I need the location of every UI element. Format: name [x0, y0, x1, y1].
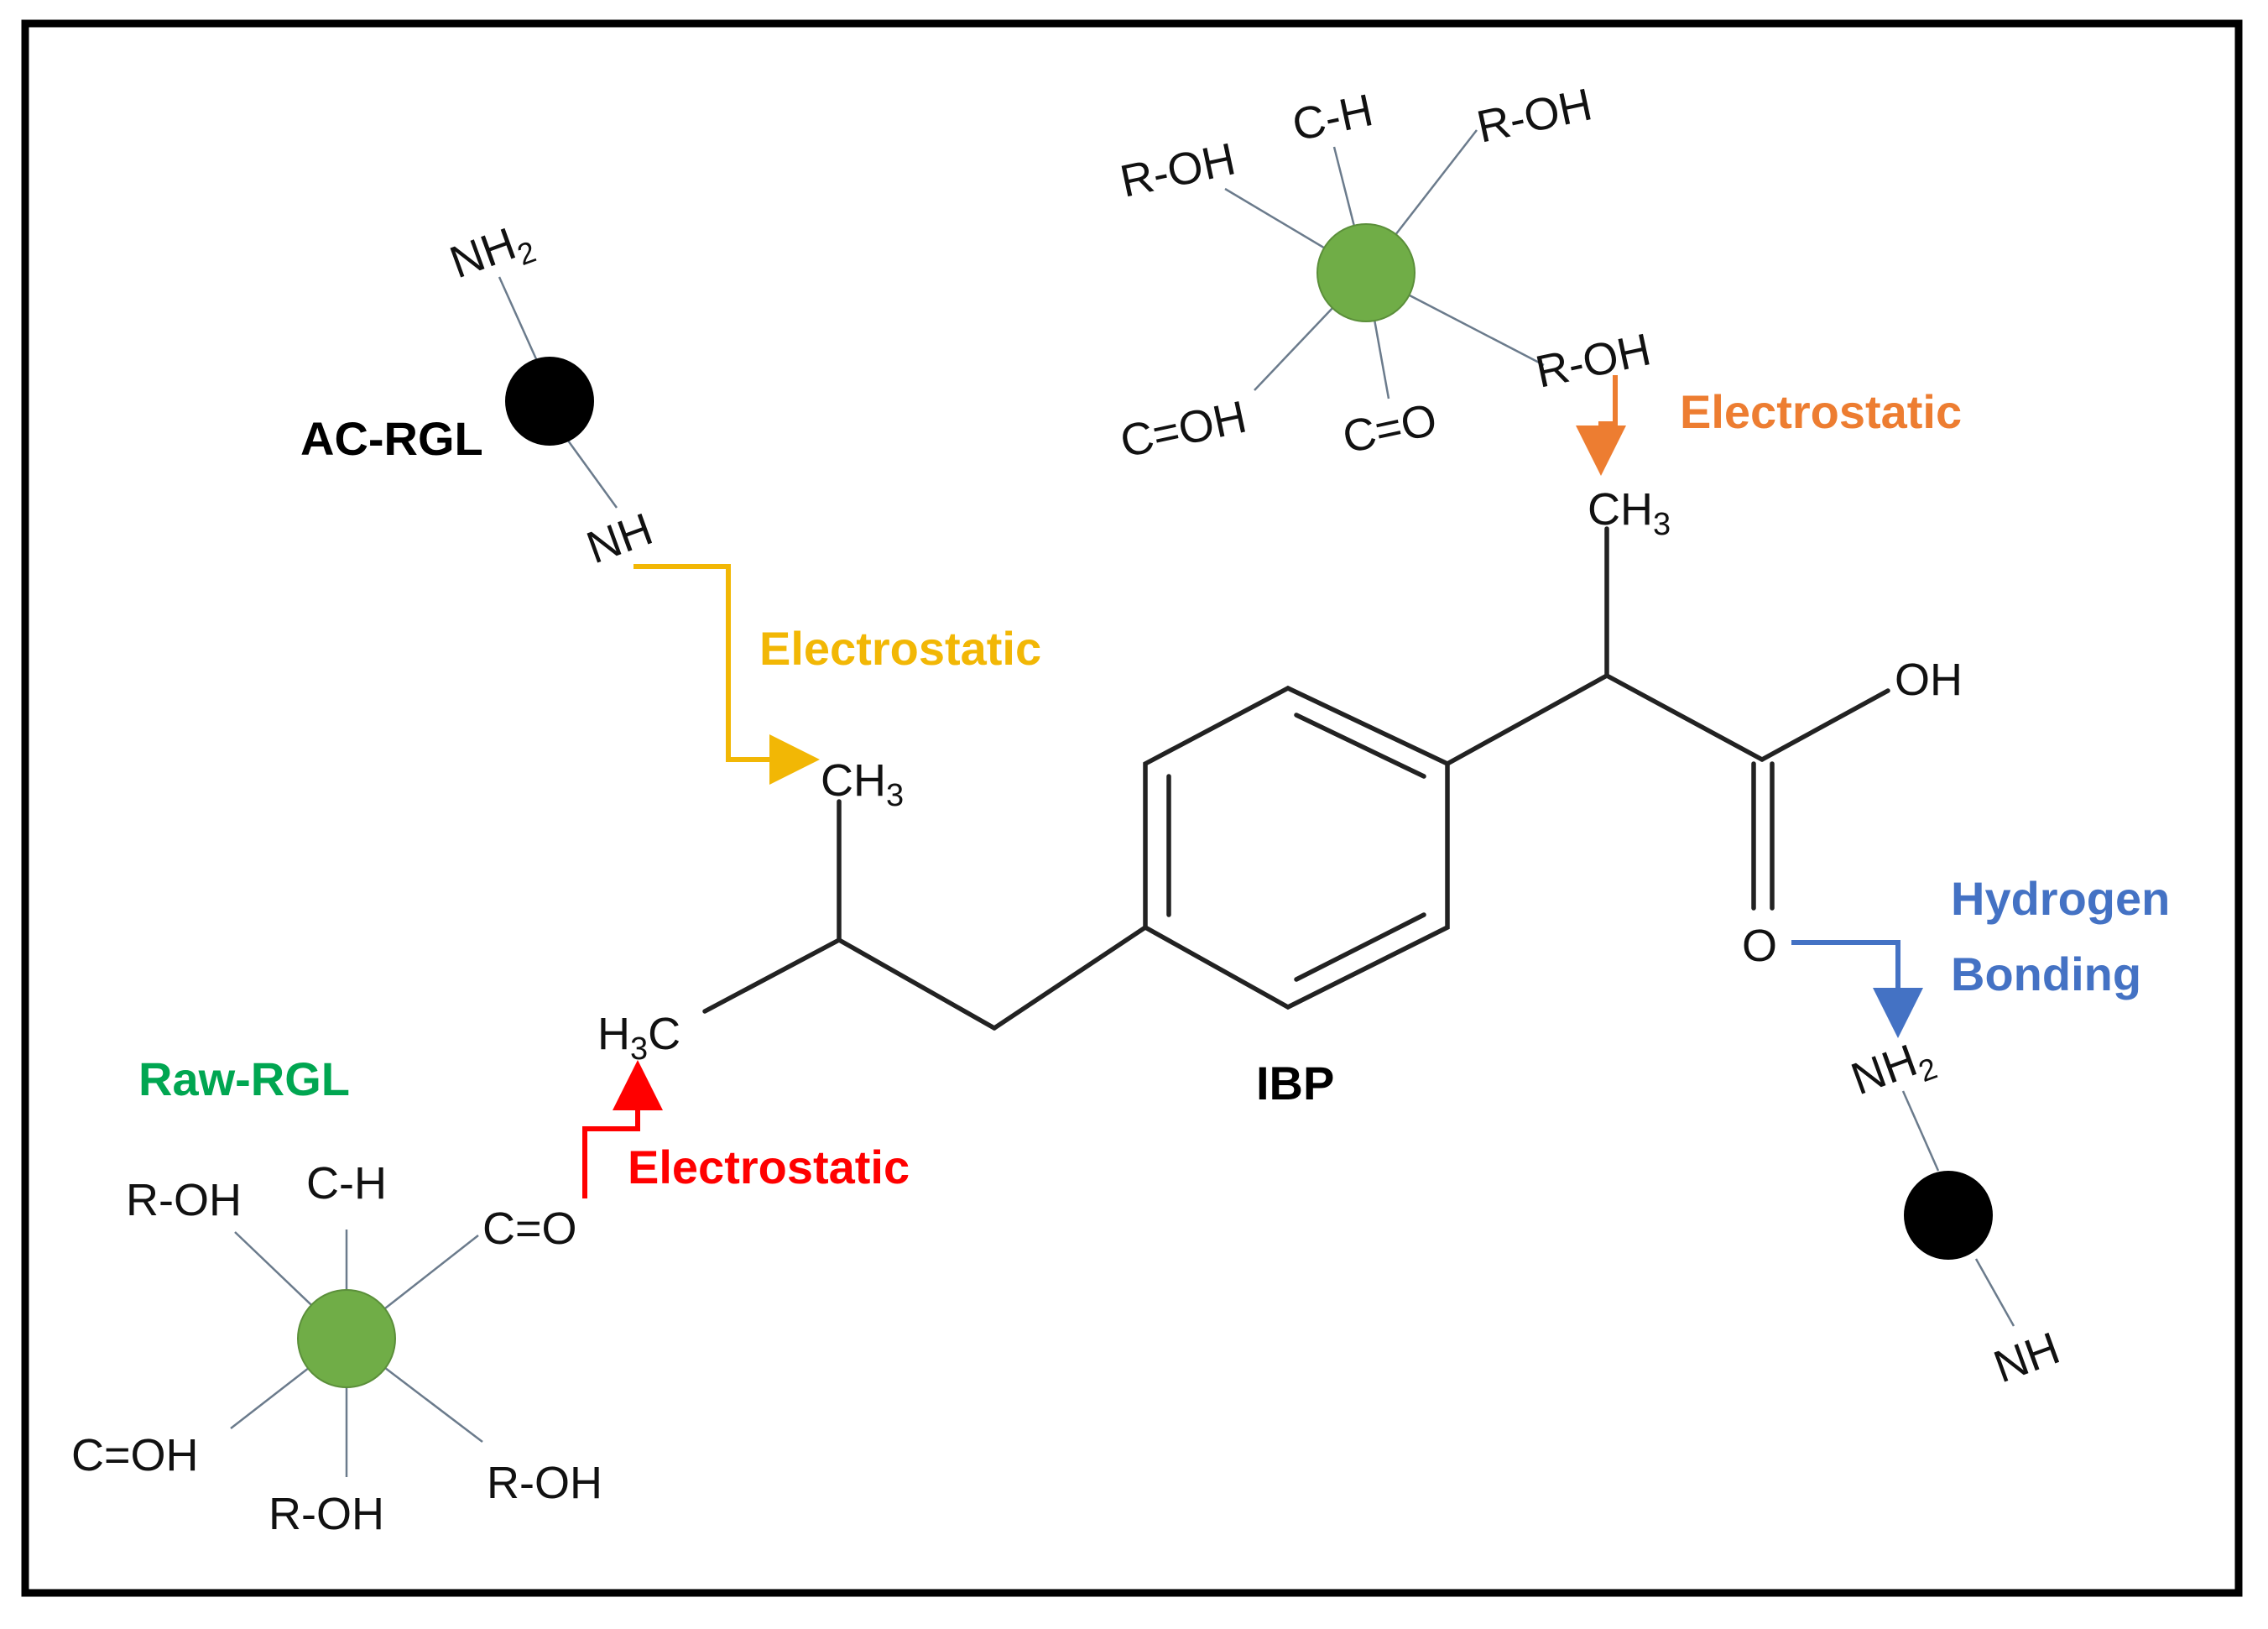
- bond-line: [837, 937, 997, 1031]
- electrostatic-label-red: Electrostatic: [628, 1141, 910, 1193]
- figure-border: [21, 19, 2243, 1597]
- ring-inner-bond: [1294, 713, 1426, 779]
- raw-rgl-bottom: R-OH C-H C=O C=OH R-OH R-OH Raw-RGL: [71, 1052, 602, 1539]
- bond-line: [1604, 673, 1765, 762]
- raw-rgl-node-bottom: [297, 1289, 396, 1388]
- ch3-top-label: CH3: [821, 755, 904, 813]
- bond-line: [992, 925, 1148, 1031]
- ac-rgl-label: AC-RGL: [300, 412, 483, 465]
- raw-rgl-node-top: [1316, 223, 1416, 322]
- r-oh-left-label: R-OH: [126, 1175, 242, 1225]
- oh-label: OH: [1895, 655, 1963, 705]
- bond-line: [1901, 1090, 1940, 1172]
- raw-rgl-top: R-OH C-H R-OH R-OH C=OH C=O: [1116, 79, 1655, 467]
- carbonyl-o-label: O: [1742, 921, 1777, 971]
- r-oh-right-label: R-OH: [1473, 79, 1596, 152]
- ibp-molecule: [702, 526, 1890, 1031]
- electrostatic-label-yellow: Electrostatic: [759, 622, 1041, 675]
- bond-line: [1760, 688, 1890, 762]
- bond-line: [702, 937, 842, 1014]
- hydrogen-label: Hydrogen: [1951, 872, 2170, 925]
- bond-line: [1445, 673, 1609, 766]
- ring-inner-bond: [1294, 912, 1426, 982]
- ibp-label: IBP: [1256, 1057, 1334, 1109]
- ac-rgl-nh-label: NH: [581, 504, 660, 573]
- ac-rgl-node: [1904, 1171, 1993, 1260]
- benzene-ring: [1143, 685, 1450, 1010]
- bond-line: [498, 276, 539, 362]
- ac-rgl-nh2-label: NH2: [444, 212, 540, 294]
- r-oh-left-label: R-OH: [1116, 133, 1239, 206]
- bond-line: [1974, 1258, 2015, 1327]
- bonding-label: Bonding: [1951, 948, 2141, 1000]
- electrostatic-arrow-orange: [1576, 375, 1626, 476]
- electrostatic-label-orange: Electrostatic: [1680, 385, 1962, 438]
- h3c-label: H3C: [597, 1009, 680, 1067]
- c-oh-label: C=OH: [71, 1430, 199, 1480]
- electrostatic-arrow-red: [582, 1060, 663, 1198]
- ac-rgl-bottom: NH2 NH: [1845, 1029, 2067, 1392]
- ac-rgl-top: NH2 NH AC-RGL: [300, 212, 660, 573]
- ac-rgl-nh-label: NH: [1988, 1323, 2067, 1392]
- r-oh-right-label: R-OH: [487, 1458, 602, 1508]
- ch3-upper-label: CH3: [1588, 484, 1671, 542]
- ac-rgl-node: [505, 357, 594, 446]
- electrostatic-arrow-yellow: [633, 564, 820, 785]
- raw-rgl-label: Raw-RGL: [138, 1052, 350, 1105]
- c-h-label: C-H: [306, 1158, 387, 1209]
- r-oh-bottom-label: R-OH: [269, 1489, 384, 1539]
- c-o-label: C=O: [1338, 394, 1442, 463]
- hydrogen-bond-arrow: [1791, 940, 1923, 1038]
- bond-line: [566, 440, 618, 509]
- ac-rgl-nh2-label: NH2: [1845, 1029, 1942, 1110]
- c-oh-label: C=OH: [1116, 392, 1251, 467]
- r-oh-lower-label: R-OH: [1531, 324, 1655, 397]
- c-h-label: C-H: [1288, 85, 1377, 151]
- c-o-label: C=O: [482, 1203, 577, 1254]
